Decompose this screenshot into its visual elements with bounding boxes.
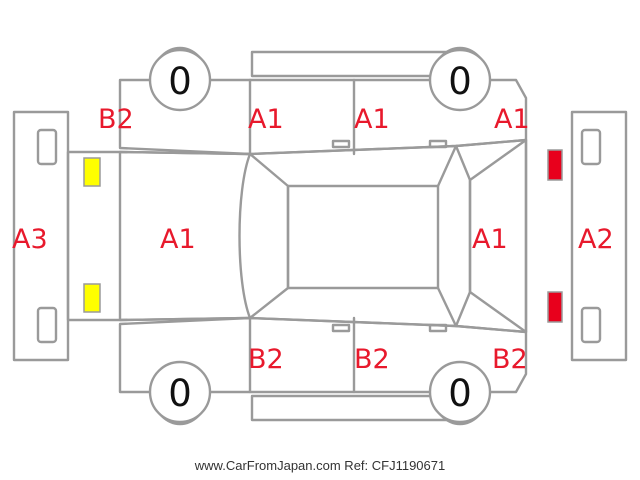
rear-lamp-top <box>547 149 563 181</box>
tire-rear-right <box>428 360 492 424</box>
tire-front-left-digit: 0 <box>168 60 192 103</box>
code-front-bumper: A3 <box>12 224 48 255</box>
trunk-outline <box>468 138 528 334</box>
code-front-door-upper: A1 <box>248 104 284 135</box>
code-front-door-lower: B2 <box>248 344 284 375</box>
front-bumper-outline <box>12 110 70 362</box>
tire-rear-right-digit: 0 <box>448 372 472 415</box>
windshield-outline <box>248 152 290 320</box>
tire-rear-left-digit: 0 <box>448 60 472 103</box>
rear-lamp-bottom <box>547 291 563 323</box>
hood-outline <box>118 150 252 322</box>
watermark-reference: www.CarFromJapan.com Ref: CFJ1190671 <box>194 458 446 473</box>
tire-front-right <box>148 360 212 424</box>
rear-bumper-slot-bottom <box>580 306 602 344</box>
rear-bumper-outline <box>570 110 628 362</box>
code-front-fender-upper: B2 <box>98 104 134 135</box>
front-bumper-slot-top <box>36 128 58 166</box>
front-lamp-bottom <box>83 283 101 313</box>
front-lamp-top <box>83 157 101 187</box>
tire-front-left <box>148 48 212 112</box>
code-rear-door-upper: A1 <box>354 104 390 135</box>
code-trunk-lid: A1 <box>472 224 508 255</box>
tire-front-right-digit: 0 <box>168 372 192 415</box>
top-view-body <box>66 138 528 334</box>
roof-strip-top <box>250 50 454 78</box>
code-rear-bumper: A2 <box>578 224 614 255</box>
roof-outline <box>286 184 440 290</box>
rear-bumper-slot-top <box>580 128 602 166</box>
code-rear-quarter-upper: A1 <box>494 104 530 135</box>
front-bumper-slot-bottom <box>36 306 58 344</box>
tire-rear-left <box>428 48 492 112</box>
roof-strip-bottom <box>250 394 454 422</box>
rear-window-outline <box>436 144 472 328</box>
upper-side-inner-line <box>248 78 356 156</box>
upper-front-door-handle <box>331 139 351 149</box>
lower-front-door-handle <box>331 323 351 333</box>
code-rear-door-lower: B2 <box>354 344 390 375</box>
code-rear-quarter-lower: B2 <box>492 344 528 375</box>
code-hood: A1 <box>160 224 196 255</box>
lower-side-inner-line <box>248 316 356 394</box>
